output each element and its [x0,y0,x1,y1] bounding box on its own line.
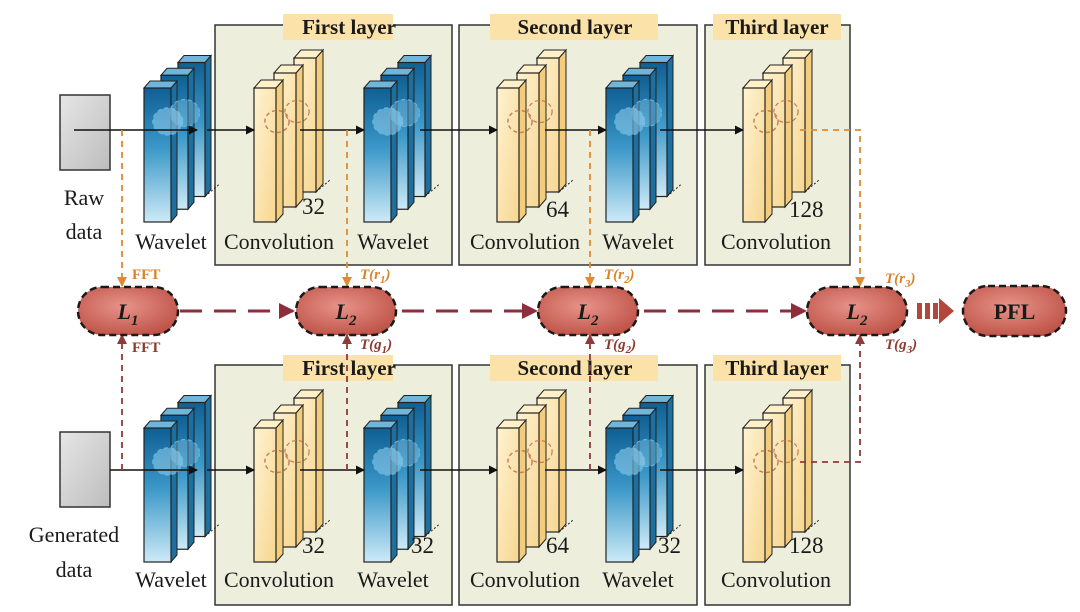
bottom-count-4: 32 [658,533,681,558]
loss-node-symbol: L [577,299,591,324]
bottom-term-1: T(g1) [360,337,392,356]
generated-data-block [59,431,111,508]
bottom-wavelet-2 [362,394,440,564]
bottom-label-1: Wavelet [135,567,207,592]
top-first-layer-title: First layer [302,15,396,39]
top-term-1: T(r1) [360,267,391,286]
top-conv-3 [741,48,820,224]
pfl-node: PFL [961,284,1068,338]
loss-node-subscript: 1 [131,313,139,329]
bottom-count-3: 64 [546,533,570,558]
output-arrow [917,298,954,324]
top-label-4: Convolution [470,229,580,254]
top-count-1: 32 [302,194,325,219]
loss-node-symbol: L [846,299,860,324]
top-count-2: 64 [546,197,570,222]
bottom-conv-1 [252,388,331,564]
top-conv-1 [252,48,331,224]
loss-node-subscript: 2 [590,313,599,329]
bottom-wavelet-1 [142,394,220,564]
loss-node-1: L1 [76,285,180,337]
top-label-6: Convolution [721,229,831,254]
bottom-dashed-connectors [117,334,865,470]
loss-node-4: L2 [805,285,909,337]
top-third-layer-title: Third layer [725,15,828,39]
svg-text:data: data [56,557,93,582]
loss-node-subscript: 2 [859,313,868,329]
top-label-1: Wavelet [135,229,207,254]
bottom-count-1: 32 [302,533,325,558]
top-label-3: Wavelet [357,229,429,254]
bottom-label-2: Convolution [224,567,334,592]
svg-text:L1: L1 [117,299,139,329]
top-term-3: T(r3) [885,271,916,290]
top-fft-label: FFT [132,267,160,283]
loss-node-2: L2 [294,285,398,337]
top-conv-2 [495,48,574,224]
svg-text:Generated: Generated [29,522,119,547]
generated-data-label: Generated data [29,522,119,582]
bottom-term-3: T(g3) [885,337,917,356]
bottom-label-5: Wavelet [602,567,674,592]
bottom-first-layer-title: First layer [302,356,396,380]
svg-text:L2: L2 [577,299,599,329]
svg-text:data: data [66,219,103,244]
top-label-2: Convolution [224,229,334,254]
bottom-term-2: T(g2) [604,337,636,356]
bottom-count-5: 128 [789,533,824,558]
bottom-block-labels: Wavelet Convolution Wavelet Convolution … [135,567,831,592]
top-term-2: T(r2) [604,267,635,286]
bottom-fft-label: FFT [132,340,160,356]
top-label-5: Wavelet [602,229,674,254]
bottom-conv-3 [741,388,820,564]
raw-data-block [59,94,111,171]
bottom-conv-2 [495,388,574,564]
top-second-layer-title: Second layer [518,15,633,39]
loss-node-symbol: L [117,299,131,324]
bottom-second-layer-title: Second layer [518,356,633,380]
bottom-third-layer-title: Third layer [725,356,828,380]
top-wavelet-3 [604,54,682,224]
bottom-wavelet-3 [604,394,682,564]
svg-text:Raw: Raw [64,185,104,210]
network-blocks [142,48,820,564]
loss-terms: T(r1) T(r2) T(r3) T(g1) T(g2) T(g3) [360,267,917,356]
top-wavelet-2 [362,54,440,224]
top-channel-counts: 32 64 128 [302,194,824,222]
bottom-channel-counts: 32 32 64 32 128 [302,533,824,558]
loss-node-3: L2 [536,285,640,337]
bottom-label-4: Convolution [470,567,580,592]
top-count-3: 128 [789,197,824,222]
top-block-labels: Wavelet Convolution Wavelet Convolution … [135,229,831,254]
loss-node-symbol: L [335,299,349,324]
top-wavelet-1 [142,54,220,224]
bottom-count-2: 32 [411,533,434,558]
raw-data-label: Raw data [64,185,104,244]
loss-node-subscript: 2 [348,313,357,329]
bottom-label-3: Wavelet [357,567,429,592]
pfl-label: PFL [994,299,1036,324]
svg-text:L2: L2 [335,299,357,329]
top-dashed-connectors [117,129,865,287]
svg-text:L2: L2 [846,299,868,329]
bottom-label-6: Convolution [721,567,831,592]
